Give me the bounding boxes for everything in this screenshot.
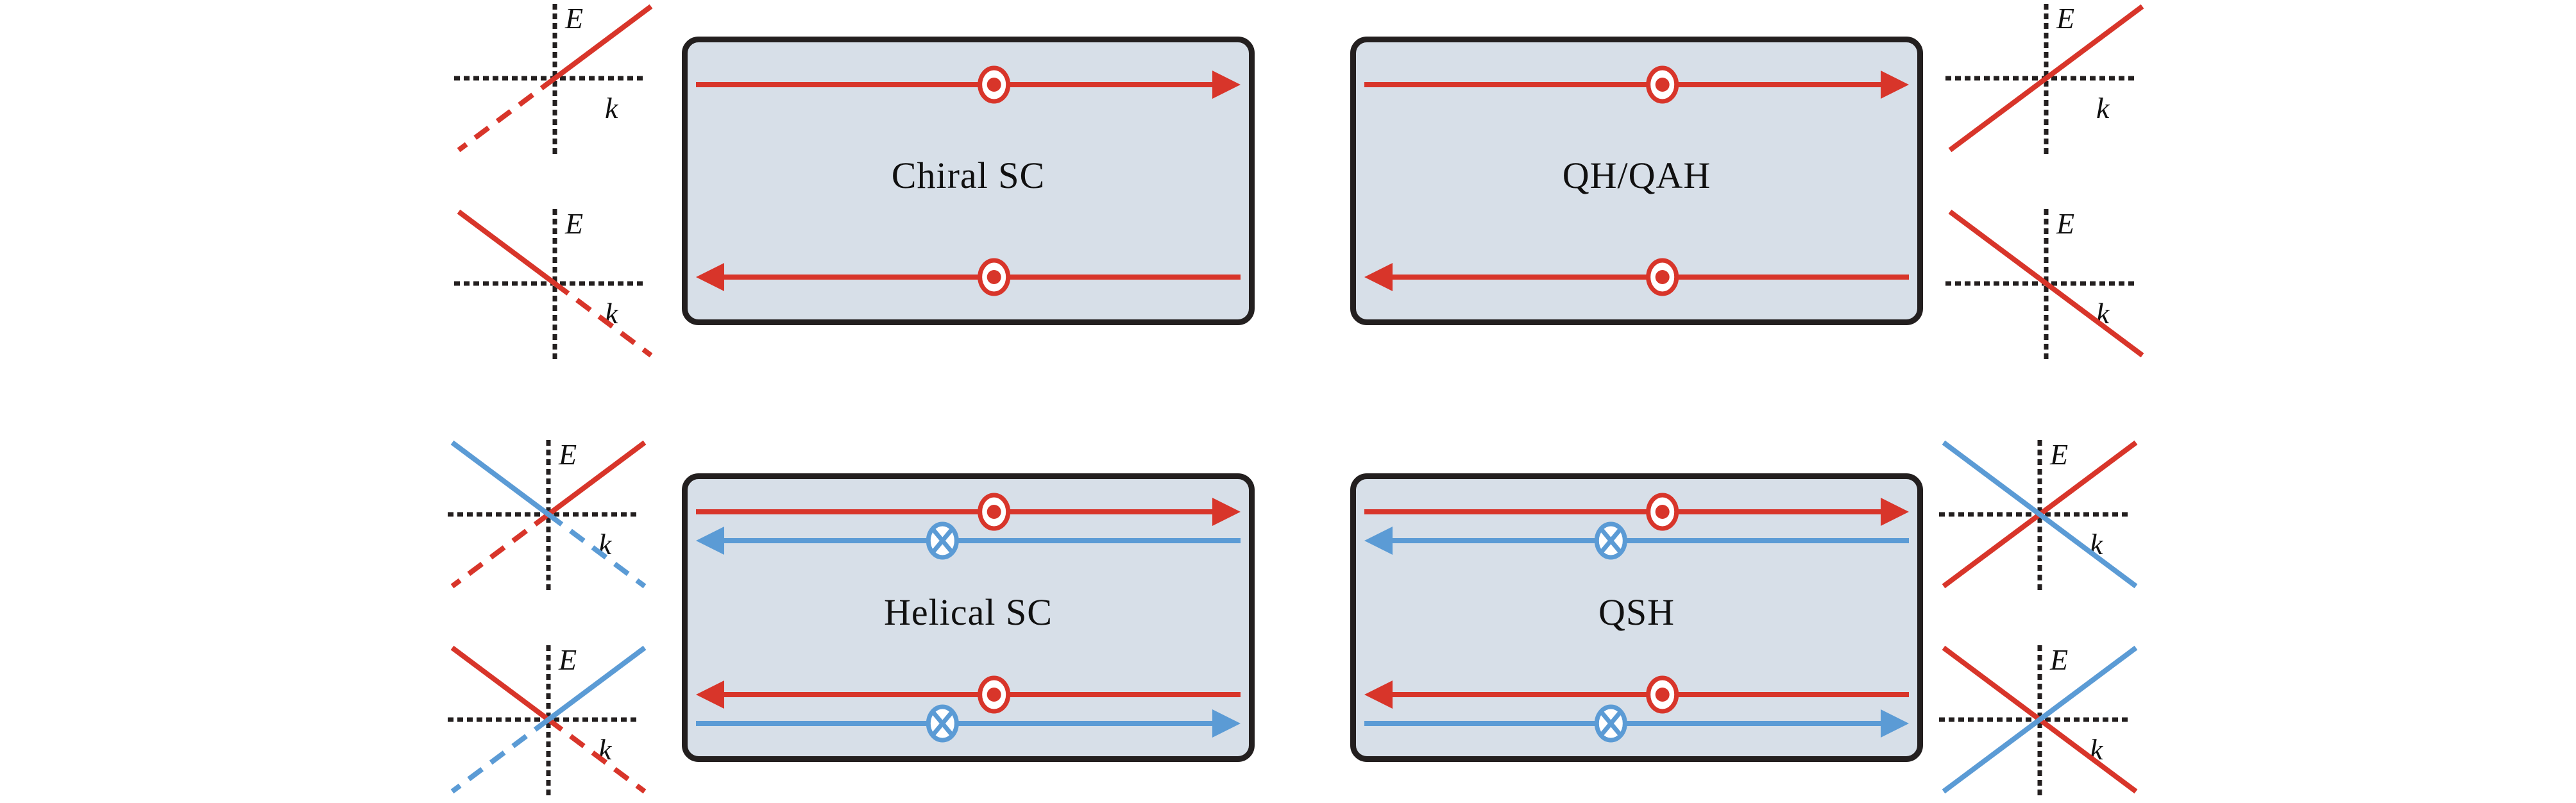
plot-qh-qah-1-branch-0-left: [1948, 209, 2048, 286]
plot-qsh-0: Ek: [1939, 438, 2138, 591]
panel-label-qh-qah: QH/QAH: [1562, 155, 1711, 196]
E-axis-label: E: [558, 438, 577, 471]
plot-qh-qah-0-branch-0-left: [1948, 76, 2048, 153]
plot-helical-sc-1-branch-1-left: [450, 717, 550, 794]
E-axis-label: E: [2049, 643, 2068, 676]
k-axis-label: k: [2096, 92, 2110, 124]
plot-helical-sc-1: Ek: [448, 643, 647, 796]
E-axis-label: E: [2056, 207, 2074, 240]
E-axis-label: E: [564, 207, 583, 240]
plot-qsh-1-branch-0-left: [1942, 645, 2042, 722]
panel-label-helical-sc: Helical SC: [884, 591, 1053, 633]
plot-helical-sc-1-branch-0-left: [450, 645, 550, 722]
plot-chiral-sc-1: Ek: [454, 207, 653, 360]
plot-qh-qah-0: Ek: [1945, 2, 2144, 155]
plot-qsh-1-branch-0-right: [2038, 717, 2138, 794]
plot-qsh-0-branch-0-left: [1942, 512, 2042, 589]
plot-helical-sc-0-branch-1-left: [450, 440, 550, 517]
plot-chiral-sc-0: Ek: [454, 2, 653, 155]
plot-chiral-sc-0-branch-0-left: [457, 76, 557, 153]
plot-helical-sc-1-branch-1-right: [547, 645, 647, 722]
k-axis-label: k: [605, 92, 619, 124]
plot-qsh-0-branch-0-right: [2038, 440, 2138, 517]
E-axis-label: E: [2056, 2, 2074, 35]
plot-chiral-sc-1-branch-0-left: [457, 209, 557, 286]
plot-qsh-0-branch-1-left: [1942, 440, 2042, 517]
plot-helical-sc-0-branch-0-left: [450, 512, 550, 589]
plot-qh-qah-1-branch-0-right: [2044, 281, 2144, 358]
E-axis-label: E: [2049, 438, 2068, 471]
plot-qsh-1-branch-1-left: [1942, 717, 2042, 794]
plot-qsh-1: Ek: [1939, 643, 2138, 796]
plot-chiral-sc-1-branch-0-right: [553, 281, 653, 358]
plot-qh-qah-0-branch-0-right: [2044, 4, 2144, 81]
plot-helical-sc-1-branch-0-right: [547, 717, 647, 794]
plot-qh-qah-1: Ek: [1945, 207, 2144, 360]
plot-qsh-1-branch-1-right: [2038, 645, 2138, 722]
panel-label-chiral-sc: Chiral SC: [891, 155, 1046, 196]
plot-chiral-sc-0-branch-0-right: [553, 4, 653, 81]
E-axis-label: E: [558, 643, 577, 676]
plot-helical-sc-0-branch-1-right: [547, 512, 647, 589]
plot-helical-sc-0-branch-0-right: [547, 440, 647, 517]
panel-box-helical-sc: [682, 473, 1255, 762]
panel-label-qsh: QSH: [1598, 591, 1675, 633]
E-axis-label: E: [564, 2, 583, 35]
plot-qsh-0-branch-1-right: [2038, 512, 2138, 589]
plot-helical-sc-0: Ek: [448, 438, 647, 591]
panel-box-qsh: [1350, 473, 1923, 762]
